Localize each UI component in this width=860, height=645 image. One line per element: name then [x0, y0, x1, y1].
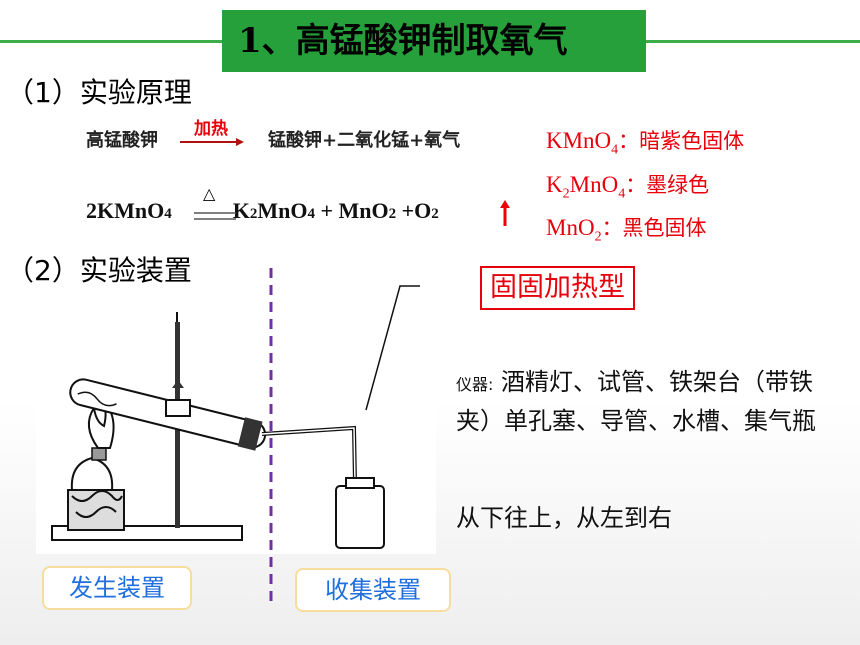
word-equation-reactant: 高锰酸钾 — [86, 130, 158, 151]
word-equation-products: 锰酸钾+二氧化锰+氧气 — [268, 130, 461, 151]
page-title: 1、高锰酸钾制取氧气 — [222, 10, 646, 72]
collector-label: 收集装置 — [295, 568, 451, 612]
chemical-equation: 2KMnO4 K2MnO4 + MnO2 +O2 — [86, 198, 439, 223]
gas-arrow-icon — [500, 200, 510, 226]
device-type-label: 固固加热型 — [480, 266, 635, 310]
section-principle-heading: （1）实验原理 — [6, 76, 192, 109]
assembly-order-text: 从下往上，从左到右 — [456, 504, 672, 532]
note-k2mno4: K2MnO4：墨绿色 — [546, 171, 710, 202]
equation-panel: 高锰酸钾 加热 锰酸钾+二氧化锰+氧气 2KMnO4 K2MnO4 + MnO2… — [78, 116, 514, 228]
note-kmno4: KMnO4：暗紫色固体 — [546, 128, 745, 158]
apparatus-diagram — [36, 308, 436, 554]
reaction-arrow-icon — [180, 138, 244, 146]
generator-label: 发生装置 — [42, 566, 192, 610]
heat-condition-symbol: △ — [203, 184, 216, 203]
equals-sign-icon — [194, 212, 236, 220]
compound-notes: KMnO4：暗紫色固体 K2MnO4：墨绿色 MnO2：黑色固体 — [546, 124, 744, 255]
apparatus-divider — [269, 268, 273, 608]
title-rule-right — [646, 40, 860, 43]
instruments-label: 仪器: — [456, 375, 494, 394]
instruments-text: 仪器: 酒精灯、试管、铁架台（带铁夹）单孔塞、导管、水槽、集气瓶 — [456, 364, 842, 439]
section-apparatus-heading: （2）实验装置 — [6, 254, 192, 287]
title-rule-left — [0, 40, 222, 43]
note-mno2: MnO2：黑色固体 — [546, 215, 707, 245]
device-type-leader-line — [365, 285, 420, 411]
word-equation-condition: 加热 — [194, 119, 228, 139]
instruments-list: 酒精灯、试管、铁架台（带铁夹）单孔塞、导管、水槽、集气瓶 — [456, 368, 816, 435]
